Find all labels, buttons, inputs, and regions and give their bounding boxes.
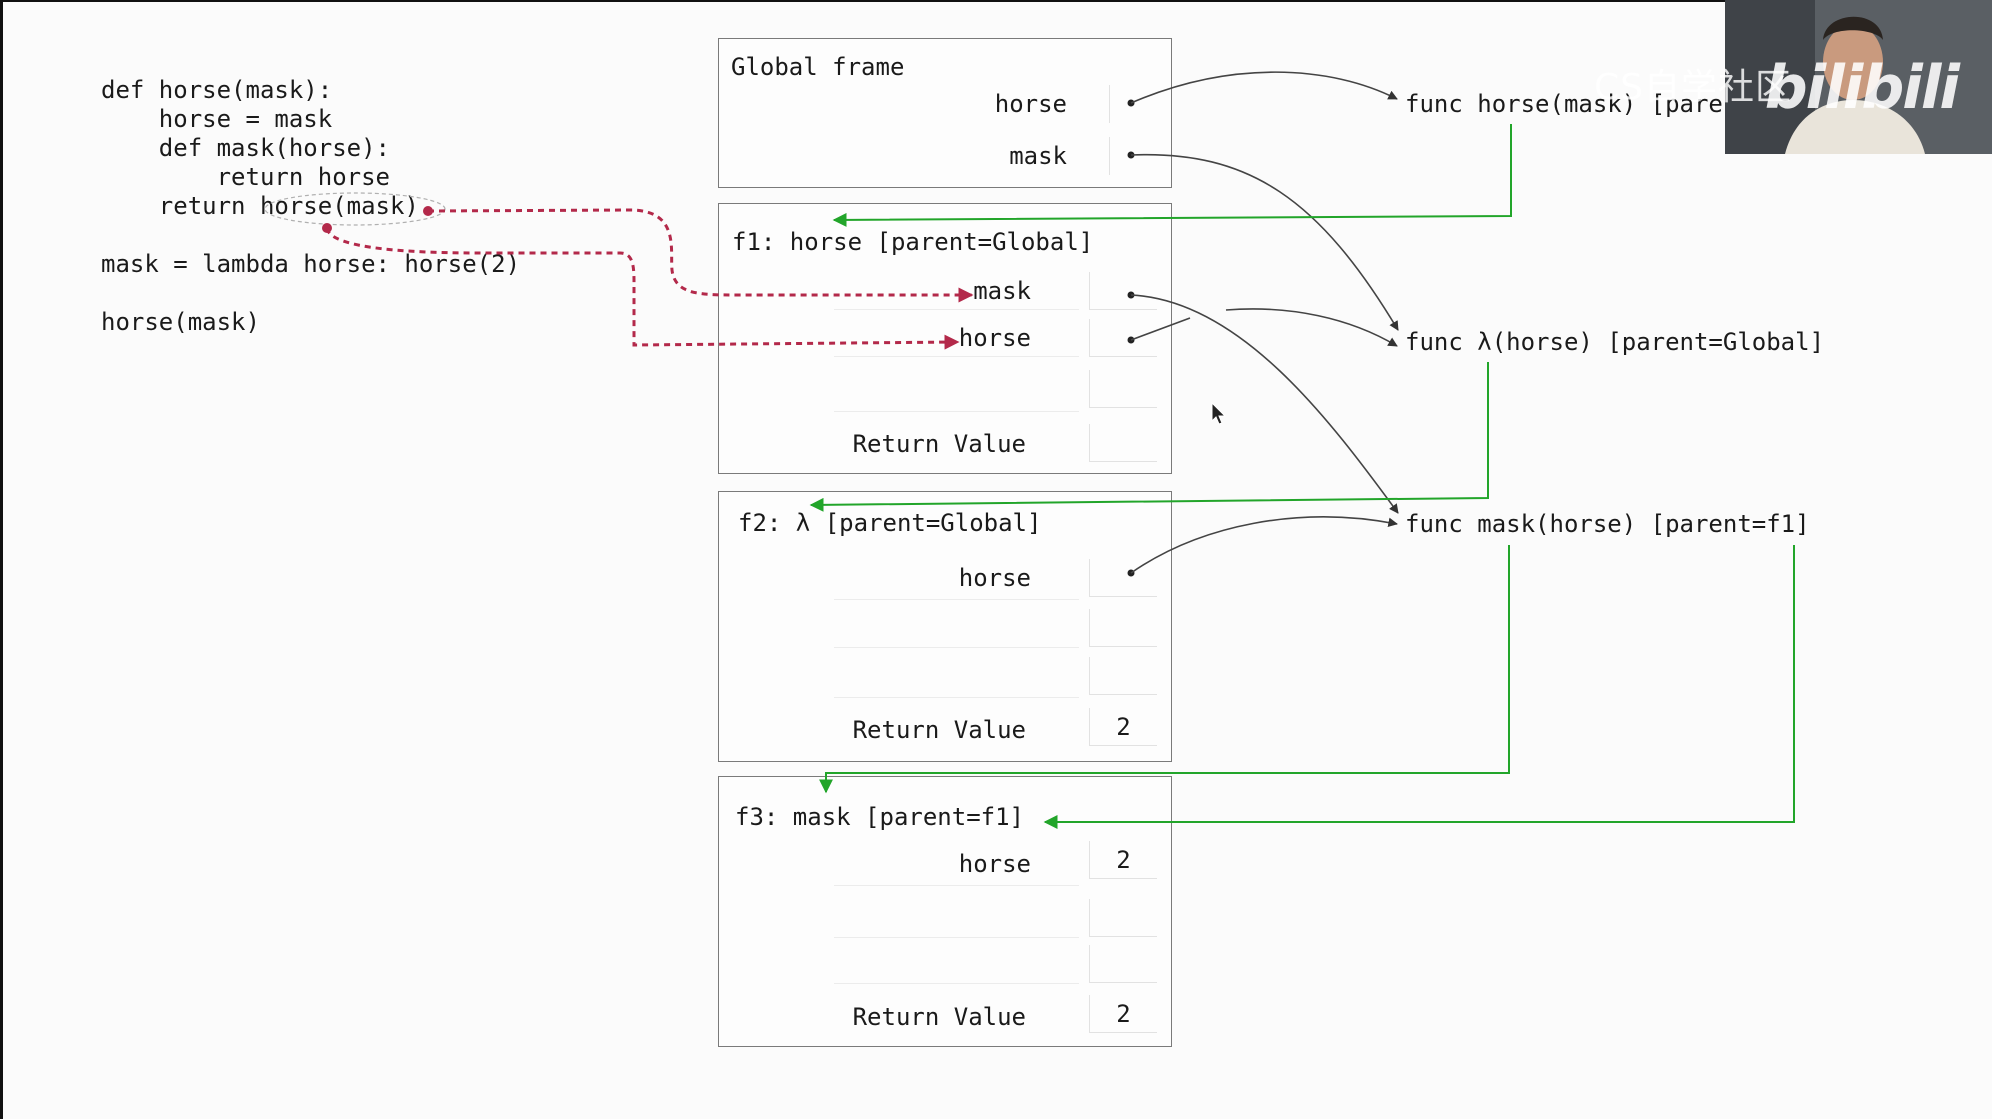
f1-var-mask: mask <box>973 277 1031 305</box>
code-line: return horse <box>101 163 390 191</box>
frame-title: Global frame <box>731 53 905 81</box>
f1-var-horse: horse <box>958 324 1031 352</box>
value-slot <box>1089 945 1157 983</box>
value-slot <box>1089 899 1157 937</box>
frame-title: f2: λ [parent=Global] <box>738 509 1042 537</box>
value-slot <box>1109 85 1177 123</box>
parent-arrow <box>1043 545 1795 829</box>
parent-arrow <box>832 124 1512 227</box>
func-lambda-label: func λ(horse) [parent=Global] <box>1405 328 1825 356</box>
f3-var-horse: horse <box>958 850 1031 878</box>
row-divider <box>834 356 1079 357</box>
pointer-arrow <box>1225 308 1398 347</box>
annotation-arrow <box>325 227 960 350</box>
code-line: mask = lambda horse: horse(2) <box>101 250 521 278</box>
bilibili-logo: bilibili <box>1764 53 1960 123</box>
annotation-arrow <box>427 208 974 303</box>
row-divider <box>834 937 1079 938</box>
return-value-label: Return Value <box>852 430 1026 458</box>
code-line: horse(mask) <box>101 308 260 336</box>
code-listing: def horse(mask): horse = mask def mask(h… <box>101 76 520 337</box>
value-slot <box>1089 370 1157 408</box>
global-var-horse: horse <box>994 90 1067 118</box>
pointer-arrow <box>1130 153 1399 331</box>
value-slot <box>1089 657 1157 695</box>
pointer-arrow <box>1130 294 1399 514</box>
pointer-arrow <box>1130 516 1398 574</box>
global-frame: Global frame horse mask <box>718 38 1172 188</box>
row-divider <box>834 647 1079 648</box>
return-value-label: Return Value <box>852 1003 1026 1031</box>
code-line: def horse(mask): <box>101 76 333 104</box>
return-value-slot: 2 <box>1089 995 1157 1033</box>
return-value-label: Return Value <box>852 716 1026 744</box>
row-divider <box>834 697 1079 698</box>
value-slot <box>1089 272 1157 310</box>
frame-f2: f2: λ [parent=Global] horse Return Value… <box>718 491 1172 762</box>
value-slot: 2 <box>1089 841 1157 879</box>
code-line: def mask(horse): <box>101 134 390 162</box>
watermark-text: CS自学社区 <box>1594 67 1792 108</box>
webcam-overlay <box>1725 0 1992 154</box>
mouse-cursor-icon <box>1211 402 1227 425</box>
highlight-ellipse <box>264 192 446 226</box>
row-divider <box>834 411 1079 412</box>
f2-var-horse: horse <box>958 564 1031 592</box>
code-line: return horse(mask) <box>101 192 419 220</box>
screen-edge-top <box>0 0 1992 2</box>
presenter-video-icon <box>1725 0 1992 154</box>
screen-edge <box>0 0 3 1119</box>
pointer-arrow <box>1130 71 1398 104</box>
frame-title: f3: mask [parent=f1] <box>735 803 1024 831</box>
return-value-slot: 2 <box>1089 708 1157 746</box>
value-slot <box>1109 137 1177 175</box>
parent-arrow <box>819 545 1510 794</box>
value-slot <box>1089 559 1157 597</box>
pointer-arrow <box>1130 317 1191 341</box>
row-divider <box>834 309 1079 310</box>
func-mask-label: func mask(horse) [parent=f1] <box>1405 510 1810 538</box>
global-var-mask: mask <box>1009 142 1067 170</box>
func-horse-label: func horse(mask) [pare <box>1405 90 1723 118</box>
value-slot <box>1089 319 1157 357</box>
frame-f1: f1: horse [parent=Global] mask horse Ret… <box>718 203 1172 474</box>
row-divider <box>834 599 1079 600</box>
row-divider <box>834 983 1079 984</box>
row-divider <box>834 885 1079 886</box>
code-line: horse = mask <box>101 105 333 133</box>
value-slot <box>1089 609 1157 647</box>
return-value-slot <box>1089 424 1157 462</box>
parent-arrow <box>809 362 1489 512</box>
frame-title: f1: horse [parent=Global] <box>732 228 1094 256</box>
